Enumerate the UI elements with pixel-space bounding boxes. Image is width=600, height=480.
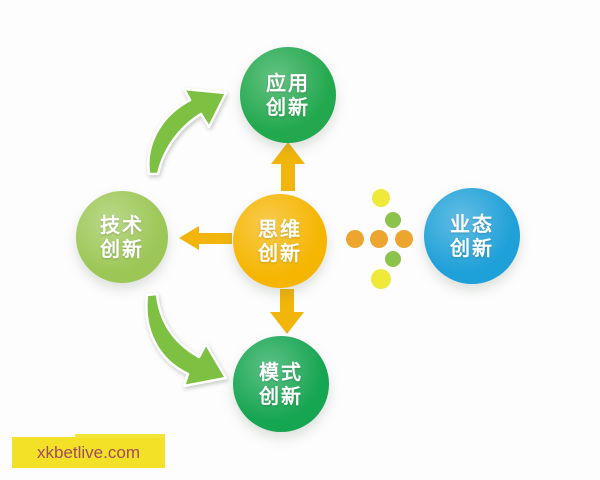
node-label-line: 创新 — [450, 236, 494, 260]
arrow-down-icon — [270, 289, 304, 334]
node-label-line: 创新 — [258, 241, 302, 265]
node-business-format-innovation: 业态 创新 — [424, 188, 520, 284]
node-application-innovation: 应用 创新 — [240, 47, 336, 143]
node-label-line: 业态 — [450, 212, 494, 236]
dot-green-lower — [385, 251, 401, 267]
node-label-line: 应用 — [266, 71, 310, 95]
arrow-up-icon — [271, 142, 305, 191]
node-label-line: 技术 — [100, 213, 144, 237]
dot-orange-right — [395, 230, 413, 248]
curved-arrow-down-right-icon — [145, 292, 228, 388]
node-label-line: 模式 — [259, 360, 303, 384]
dot-orange-left — [346, 230, 364, 248]
dot-orange-center — [370, 230, 388, 248]
dotted-connector — [346, 189, 413, 289]
watermark-badge: xkbetlive.com — [12, 434, 165, 468]
node-label-line: 创新 — [266, 95, 310, 119]
watermark-text: xkbetlive.com — [37, 442, 140, 462]
arrow-left-icon — [179, 226, 232, 250]
node-label-line: 创新 — [259, 384, 303, 408]
node-thinking-innovation: 思维 创新 — [233, 194, 327, 288]
dot-yellow-bottom — [371, 269, 391, 289]
dot-green-upper — [385, 212, 401, 228]
node-model-innovation: 模式 创新 — [233, 336, 329, 432]
node-label-line: 思维 — [258, 217, 302, 241]
node-label-line: 创新 — [100, 237, 144, 261]
node-technology-innovation: 技术 创新 — [76, 191, 168, 283]
curved-arrow-up-right-icon — [147, 87, 228, 176]
dot-yellow-top — [372, 189, 390, 207]
